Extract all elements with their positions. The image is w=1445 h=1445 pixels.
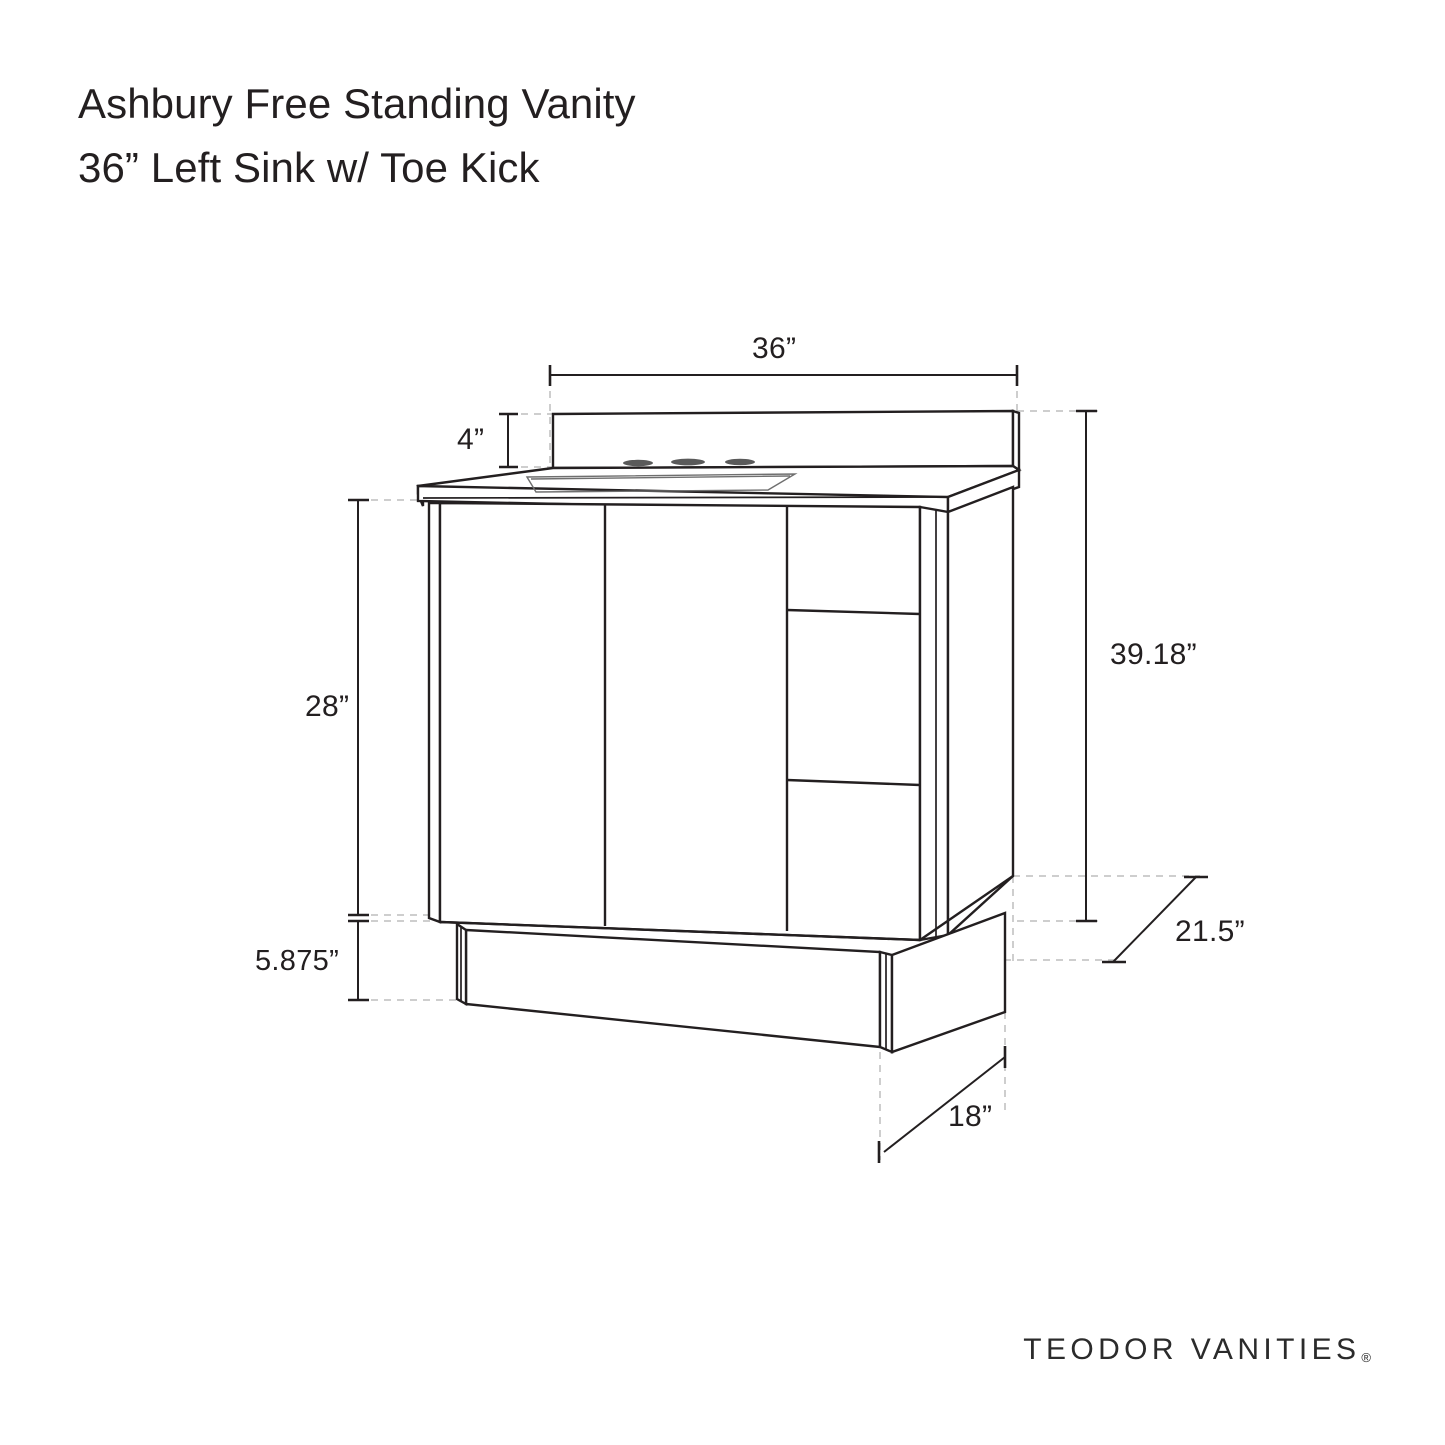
dimension-width-36 [548,365,1019,386]
brand-name: TEODOR VANITIES [1023,1333,1361,1366]
dimension-label-width: 36” [752,332,797,365]
dimension-overall-height [1076,409,1097,923]
sink-basin [525,473,798,493]
cabinet-body [427,485,1015,942]
registered-trademark-icon: ® [1361,1350,1371,1365]
dimension-toekick-height [348,919,369,1002]
page-title: Ashbury Free Standing Vanity 36” Left Si… [78,72,898,200]
title-line-1: Ashbury Free Standing Vanity [78,80,636,127]
dimension-toekick-depth-18 [877,1046,1007,1163]
faucet-holes [623,458,755,467]
dimension-label-toekick-height: 5.875” [255,945,340,977]
dimension-depth-21-5 [1102,875,1208,964]
dimension-label-depth: 21.5” [1175,915,1245,948]
brand-logo: TEODOR VANITIES ® [1023,1333,1371,1367]
backsplash [551,409,1021,473]
toe-kick [439,875,1014,1054]
dimension-label-overall-height: 39.18” [1110,638,1197,671]
dimension-label-toekick-depth: 18” [948,1100,993,1133]
dimension-backsplash-4 [499,412,518,469]
title-line-2: 36” Left Sink w/ Toe Kick [78,144,540,191]
dimension-cabinet-height-28 [348,498,369,917]
dimension-label-cabinet-height: 28” [305,690,350,723]
dimension-label-backsplash-height: 4” [457,423,485,456]
